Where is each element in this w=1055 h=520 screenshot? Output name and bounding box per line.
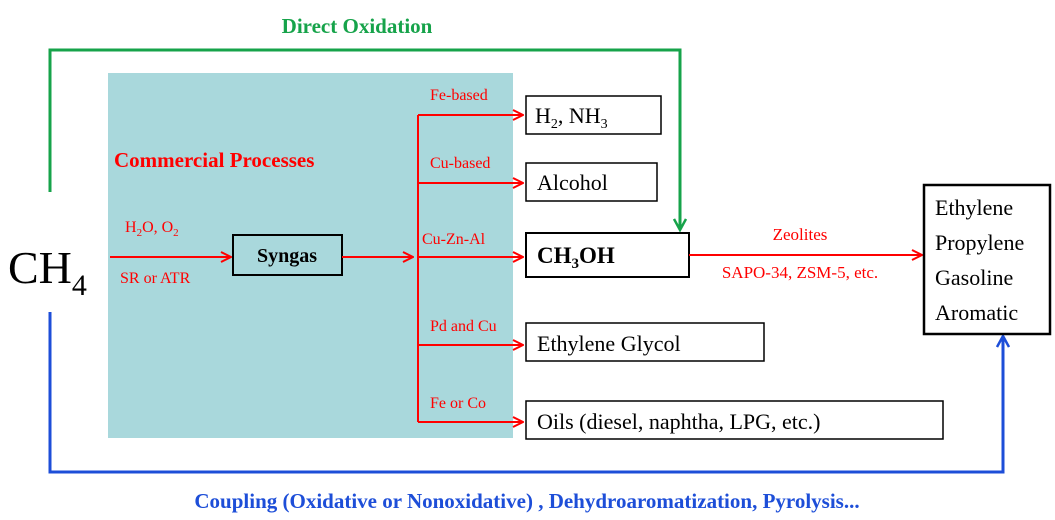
product-box-alcohol (525, 162, 658, 202)
direct-oxidation-route (48, 48, 680, 230)
methane-source: CH4 (8, 242, 87, 302)
catalyst-cu-zn-al: Cu-Zn-Al (422, 231, 486, 248)
commercial-processes-panel (108, 73, 513, 438)
final-product-propylene: Propylene (935, 230, 1024, 255)
catalyst-pd-cu: Pd and Cu (430, 318, 497, 335)
coupling-route (48, 312, 1003, 474)
zeolite-catalysts-label: SAPO-34, ZSM-5, etc. (722, 263, 878, 282)
final-product-aromatic: Aromatic (935, 300, 1018, 325)
product-alcohol: Alcohol (537, 170, 608, 195)
final-products-box (922, 183, 1052, 336)
direct-oxidation-label: Direct Oxidation (282, 14, 433, 38)
product-h2-nh3: H2, NH3 (535, 103, 608, 132)
coupling-route-label: Coupling (Oxidative or Nonoxidative) , D… (194, 489, 859, 513)
product-oils: Oils (diesel, naphtha, LPG, etc.) (537, 409, 821, 434)
syngas-label: Syngas (257, 245, 317, 267)
product-box-h2-nh3 (525, 95, 662, 135)
product-ethylene-glycol: Ethylene Glycol (537, 331, 681, 356)
final-product-ethylene: Ethylene (935, 195, 1013, 220)
final-product-gasoline: Gasoline (935, 265, 1013, 290)
catalyst-cu-based: Cu-based (430, 155, 490, 172)
catalyst-fe-based: Fe-based (430, 87, 488, 104)
catalyst-fe-co: Fe or Co (430, 395, 486, 412)
feed-reactants-label: H2O, O2 (125, 219, 179, 239)
commercial-processes-title: Commercial Processes (114, 148, 314, 172)
zeolites-label: Zeolites (773, 225, 828, 244)
product-methanol: CH3OH (537, 243, 615, 272)
product-box-oils (525, 400, 944, 440)
syngas-box (232, 234, 343, 276)
feed-process-label: SR or ATR (120, 270, 191, 287)
product-box-glycol (525, 322, 765, 362)
